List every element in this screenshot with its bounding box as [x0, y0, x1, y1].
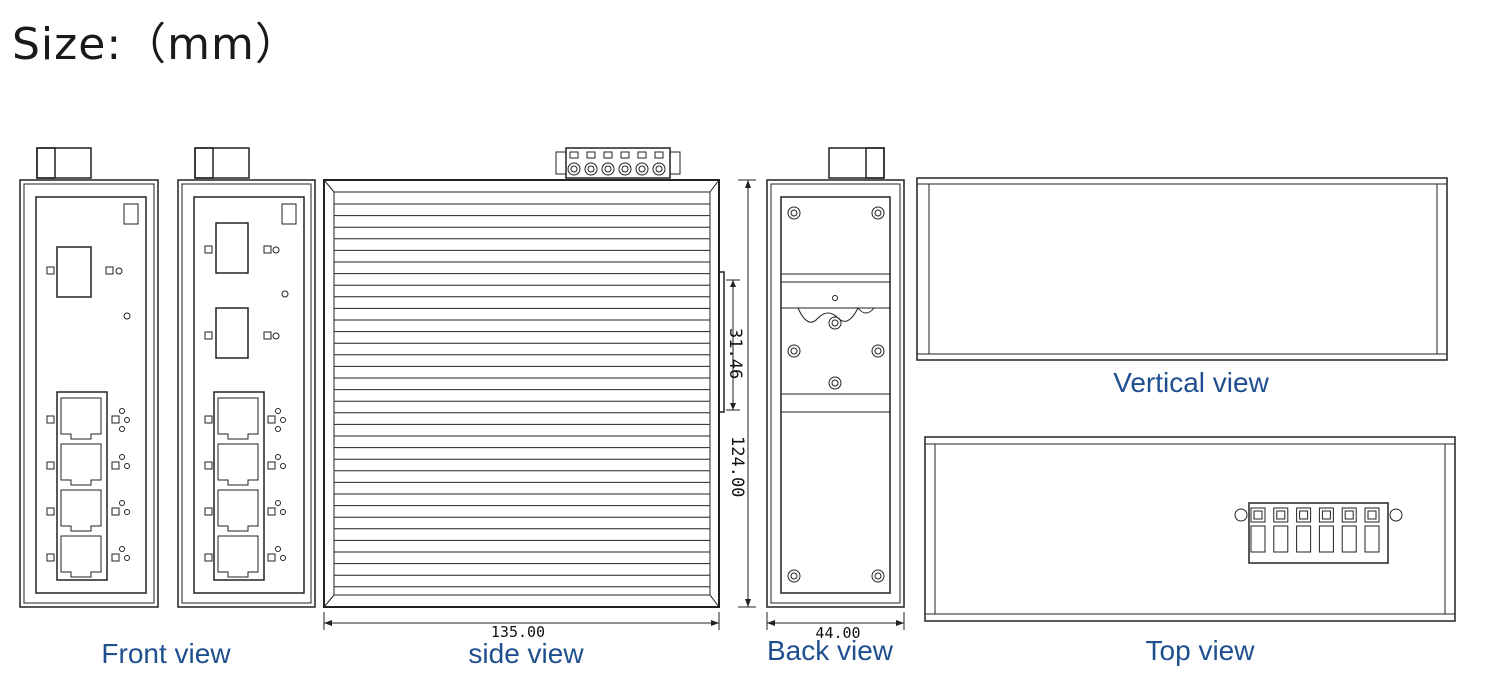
terminal-cell-inner: [1321, 510, 1331, 520]
top-view-unit: [924, 436, 1456, 622]
terminal-screw-inner: [655, 165, 663, 173]
terminal-screw: [601, 162, 615, 176]
top-view-label: Top view: [1146, 635, 1256, 666]
terminal-slot: [569, 151, 579, 159]
terminal-screw: [584, 162, 598, 176]
terminal-cell-inner: [1299, 510, 1309, 520]
terminal-pin: [1250, 525, 1266, 553]
terminal-screw: [618, 162, 632, 176]
terminal-cell: [1250, 507, 1266, 523]
terminal-slot: [586, 151, 596, 159]
side-view-label: side view: [468, 638, 584, 669]
front-view-label: Front view: [101, 638, 231, 669]
terminal-pin: [1364, 525, 1380, 553]
front-view-unit-2: [177, 147, 316, 608]
vertical-view-unit: [916, 177, 1448, 361]
terminal-screw: [652, 162, 666, 176]
terminal-end-screw: [1389, 508, 1403, 522]
terminal-screw: [567, 162, 581, 176]
terminal-screw: [635, 162, 649, 176]
terminal-cell-inner: [1344, 510, 1354, 520]
terminal-slot: [637, 151, 647, 159]
terminal-screw-inner: [604, 165, 612, 173]
terminal-pin: [1341, 525, 1357, 553]
terminal-cell-inner: [1253, 510, 1263, 520]
terminal-cell: [1318, 507, 1334, 523]
dim-height: 124.00: [727, 436, 747, 497]
terminal-pin: [1318, 525, 1334, 553]
back-view-unit: 44.00: [766, 147, 905, 642]
front-view-unit-1: [19, 147, 159, 608]
terminal-pin: [1296, 525, 1312, 553]
terminal-screw-inner: [587, 165, 595, 173]
dim-back-width: 44.00: [815, 624, 860, 642]
terminal-pin: [1273, 525, 1289, 553]
terminal-slot: [620, 151, 630, 159]
side-view-unit: 135.00 124.00 31.46: [323, 147, 756, 641]
terminal-cell: [1364, 507, 1380, 523]
dim-side-width: 135.00: [491, 623, 545, 641]
terminal-cell-inner: [1276, 510, 1286, 520]
terminal-screw-inner: [638, 165, 646, 173]
dim-din-rail: 31.46: [725, 328, 745, 379]
terminal-cell: [1341, 507, 1357, 523]
terminal-slot: [654, 151, 664, 159]
terminal-screw-inner: [621, 165, 629, 173]
terminal-cell: [1273, 507, 1289, 523]
page-title: Size:（mm）: [12, 19, 300, 70]
back-view-label: Back view: [767, 635, 894, 666]
vertical-view-label: Vertical view: [1113, 367, 1269, 398]
terminal-end-screw: [1234, 508, 1248, 522]
terminal-screw-inner: [570, 165, 578, 173]
terminal-slot: [603, 151, 613, 159]
terminal-cell-inner: [1367, 510, 1377, 520]
terminal-cell: [1296, 507, 1312, 523]
